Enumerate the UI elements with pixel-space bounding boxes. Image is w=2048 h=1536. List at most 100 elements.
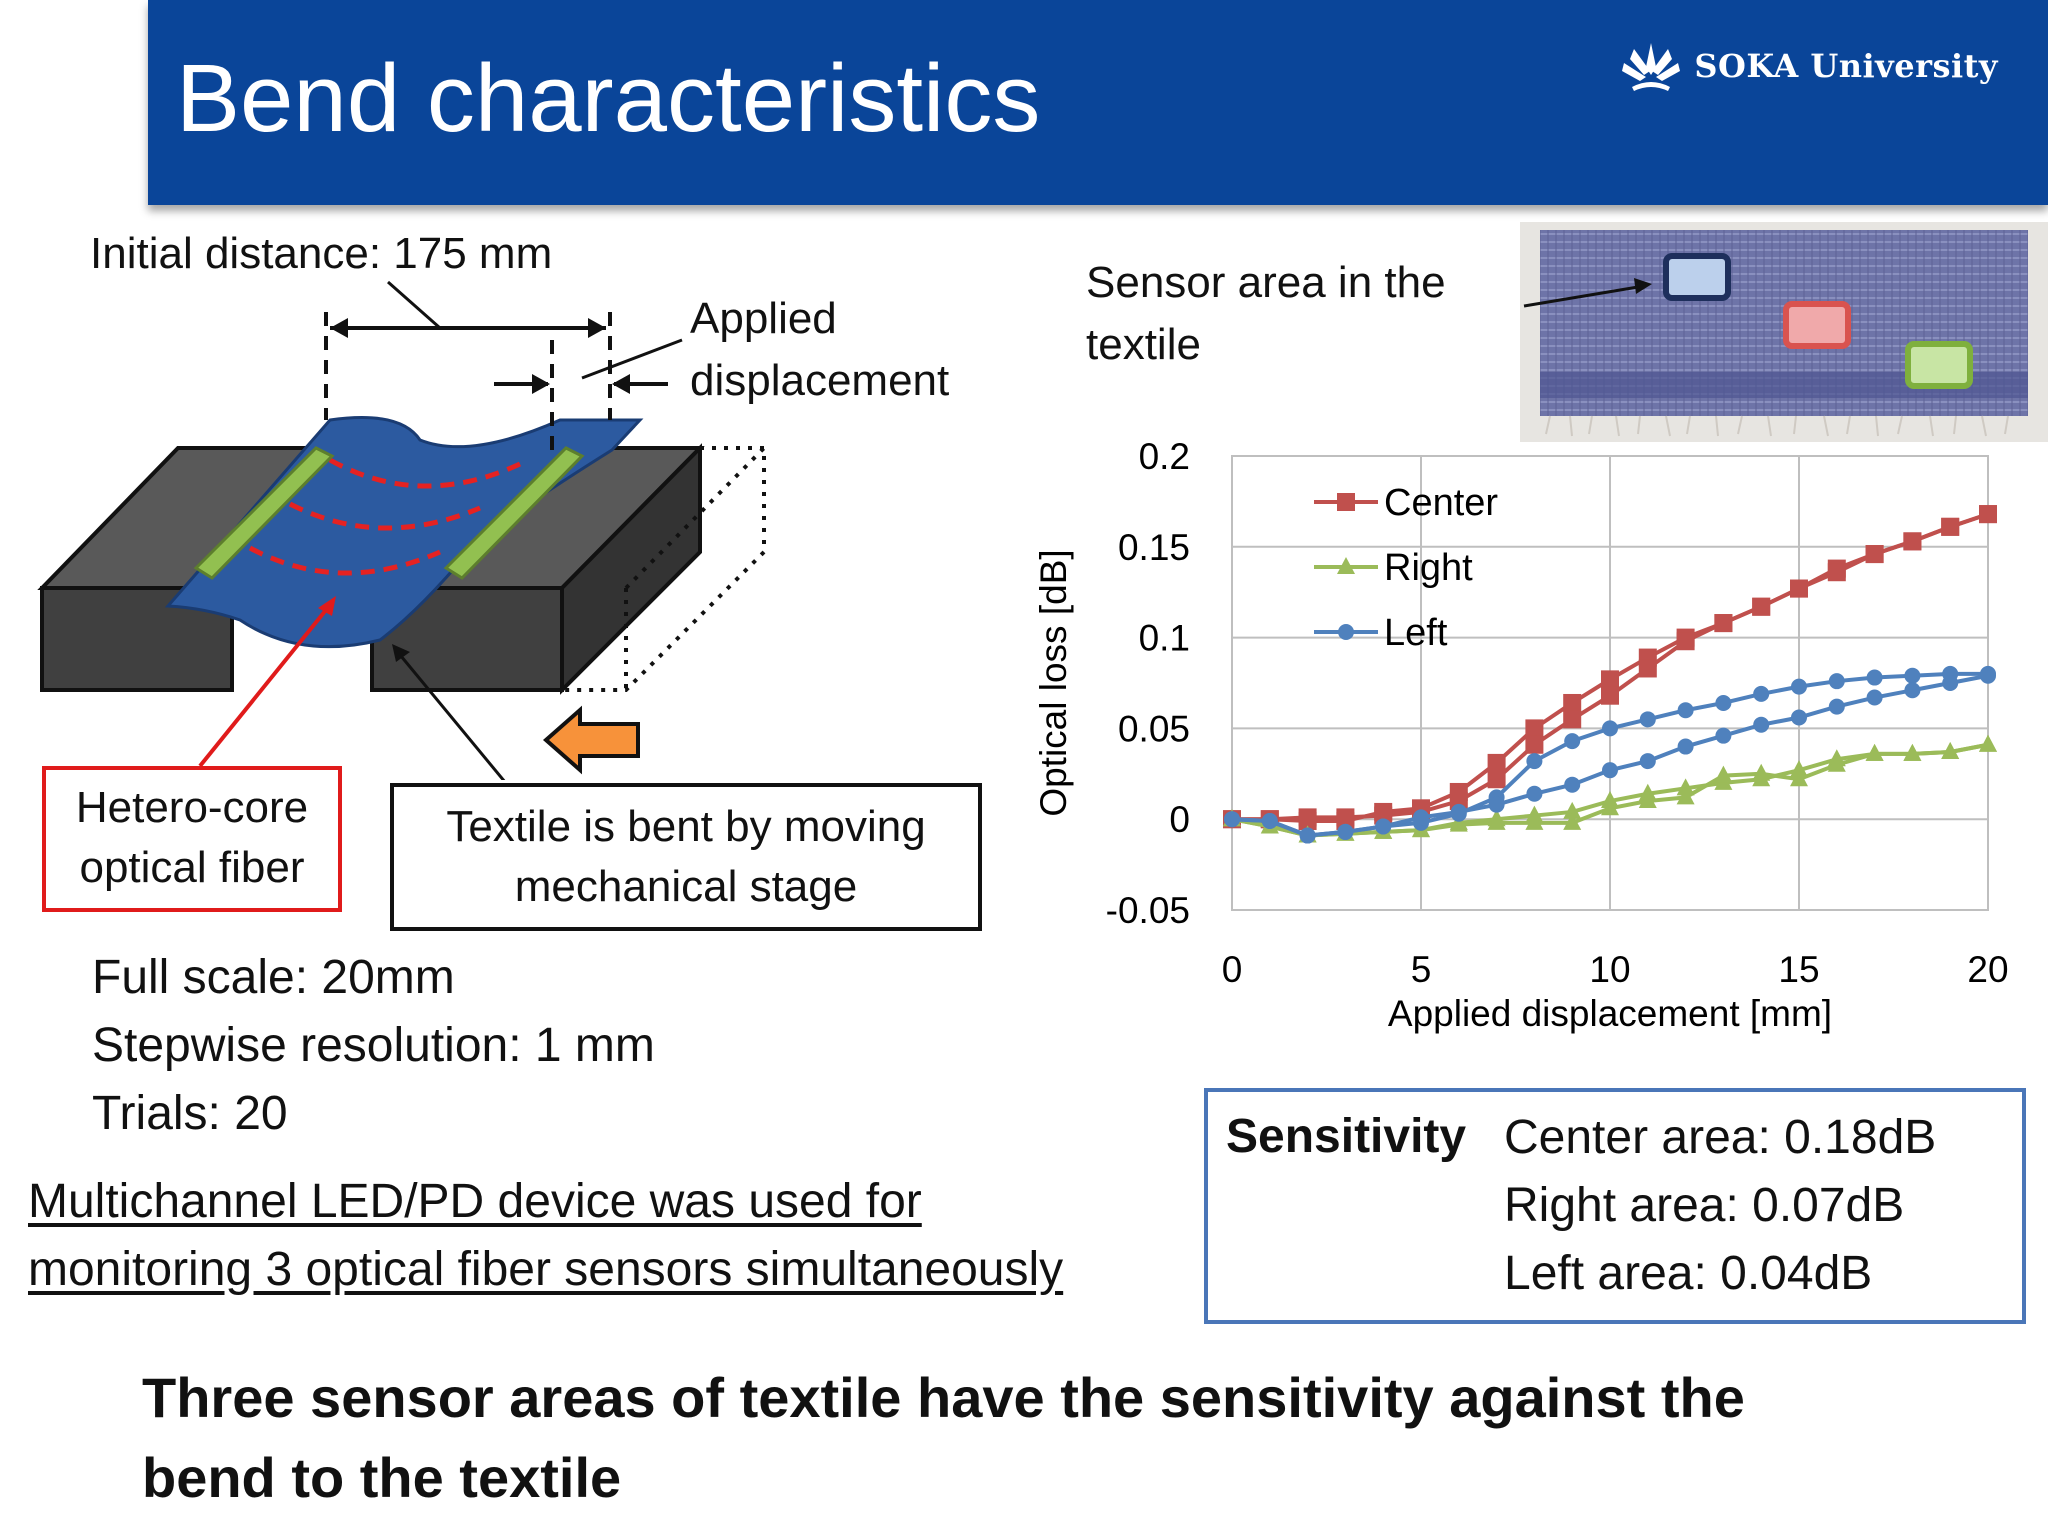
sensor-area-right xyxy=(1905,341,1973,389)
phoenix-logo-icon xyxy=(1622,43,1681,91)
data-point-center xyxy=(1790,579,1808,598)
data-point-left xyxy=(1677,702,1694,719)
data-point-center xyxy=(1601,686,1619,705)
left-clamp xyxy=(193,446,335,580)
x-tick-label: 0 xyxy=(1222,949,1243,990)
right-stage-side xyxy=(560,443,702,695)
data-point-left xyxy=(1753,685,1770,702)
y-tick-label: 0 xyxy=(1169,799,1190,840)
legend-marker xyxy=(1337,493,1355,511)
data-point-right xyxy=(1563,801,1582,819)
data-point-center xyxy=(1903,532,1922,551)
data-point-left xyxy=(1942,675,1959,691)
data-point-left xyxy=(1866,669,1883,686)
spec-resolution: Stepwise resolution: 1 mm xyxy=(92,1019,655,1072)
note-line2: monitoring 3 optical fiber sensors simul… xyxy=(28,1243,1064,1296)
data-point-right xyxy=(1790,769,1808,787)
legend-marker xyxy=(1337,557,1355,574)
applied-label-line1: Applied xyxy=(690,294,837,343)
data-point-left xyxy=(1677,738,1694,755)
conclusion-text: Three sensor areas of textile have the s… xyxy=(142,1366,1745,1509)
applied-label-line2: displacement xyxy=(690,356,950,405)
data-point-left xyxy=(1564,733,1581,750)
data-point-left xyxy=(1791,678,1807,695)
data-point-center xyxy=(1487,753,1506,772)
data-point-left xyxy=(1526,753,1543,770)
y-tick-label: 0.1 xyxy=(1139,618,1190,659)
data-point-right xyxy=(1714,765,1733,783)
sensor-area-center xyxy=(1783,301,1851,349)
sensor-area-left xyxy=(1663,253,1731,301)
sensitivity-right: Right area: 0.07dB xyxy=(1504,1179,1905,1232)
data-point-right xyxy=(1487,812,1506,830)
data-point-left xyxy=(1375,818,1392,835)
data-point-right xyxy=(1449,814,1468,832)
data-point-left xyxy=(1828,673,1845,690)
legend-label: Center xyxy=(1384,482,1498,524)
data-point-left xyxy=(1639,711,1656,728)
data-point-left xyxy=(1299,827,1316,844)
data-point-center xyxy=(1638,659,1657,678)
data-point-right xyxy=(1525,812,1544,830)
data-point-left xyxy=(1791,709,1807,726)
data-point-center xyxy=(1563,693,1582,712)
logo-text: SOKA University xyxy=(1694,47,1998,85)
textile-photo xyxy=(1520,222,2048,442)
data-point-center xyxy=(1525,735,1544,754)
right-clamp xyxy=(443,446,585,580)
sensor-pointer-arrow xyxy=(1523,278,1652,308)
fiber-label-box: Hetero-core optical fiber xyxy=(42,766,342,912)
note-line1: Multichannel LED/PD device was used for xyxy=(28,1175,922,1228)
legend-label: Right xyxy=(1384,547,1473,589)
x-tick-label: 20 xyxy=(1967,949,2008,990)
sensitivity-heading: Sensitivity xyxy=(1226,1110,1467,1163)
data-point-center xyxy=(1865,545,1884,564)
data-point-right xyxy=(1941,742,1960,760)
y-tick-label: 0.05 xyxy=(1118,708,1190,749)
data-point-right xyxy=(1827,754,1846,772)
data-point-center xyxy=(1979,505,1997,524)
data-point-left xyxy=(1715,694,1732,711)
data-point-left xyxy=(1337,823,1354,840)
series-center xyxy=(1223,505,1997,831)
data-point-left xyxy=(1526,785,1543,802)
data-point-left xyxy=(1639,753,1656,770)
data-point-left xyxy=(1866,689,1883,706)
data-point-left xyxy=(1224,811,1240,828)
y-tick-labels: 0.20.150.10.050-0.05 xyxy=(1106,436,1190,931)
data-point-left xyxy=(1980,667,1996,684)
sensitivity-center: Center area: 0.18dB xyxy=(1504,1111,1937,1164)
data-point-right xyxy=(1903,743,1922,761)
data-point-left xyxy=(1602,762,1618,779)
data-point-right xyxy=(1638,791,1657,809)
chart-series-layer xyxy=(1223,505,1997,844)
x-axis-label: Applied displacement [mm] xyxy=(1388,993,1832,1034)
movement-arrow-icon xyxy=(542,705,640,775)
page-title: Bend characteristics xyxy=(176,45,1041,152)
data-point-right xyxy=(1790,760,1808,778)
data-point-center xyxy=(1941,517,1960,536)
series-left xyxy=(1224,665,1996,844)
x-tick-label: 15 xyxy=(1778,949,1819,990)
data-point-center xyxy=(1676,632,1695,651)
data-point-left xyxy=(1488,796,1505,813)
data-point-center xyxy=(1563,710,1582,729)
data-point-right xyxy=(1676,778,1695,796)
hetero-core-fiber xyxy=(248,545,442,576)
data-point-left xyxy=(1413,809,1429,826)
y-axis-label: Optical loss [dB] xyxy=(1033,549,1074,816)
data-point-right xyxy=(1601,798,1619,816)
data-point-left xyxy=(1753,716,1770,733)
data-point-center xyxy=(1298,808,1317,827)
initial-distance-label: Initial distance: 175 mm xyxy=(90,229,553,278)
university-logo: SOKA University xyxy=(1620,36,1998,96)
data-point-right xyxy=(1979,734,1997,752)
data-point-right xyxy=(1752,763,1771,781)
series-right xyxy=(1223,734,1997,843)
data-point-left xyxy=(1261,813,1278,830)
data-point-left xyxy=(1715,727,1732,744)
y-tick-label: 0.15 xyxy=(1118,527,1190,568)
header-bar xyxy=(148,0,2048,205)
data-point-center xyxy=(1487,770,1506,789)
